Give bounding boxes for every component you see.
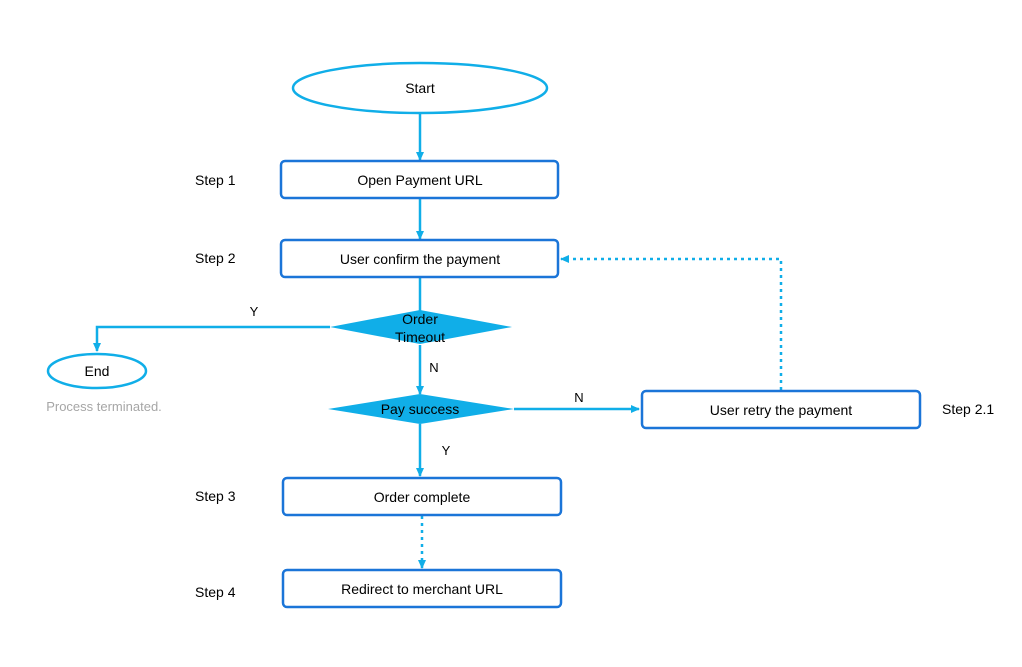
step-1-label: Step 1: [195, 172, 236, 188]
pay-success-diamond: [328, 394, 514, 424]
timeout-no-label: N: [429, 360, 438, 375]
start-node: Start: [291, 61, 549, 115]
connector-retry-back-to-confirm: [560, 255, 783, 390]
step-2-1-label: Step 2.1: [942, 401, 994, 417]
user-confirm-box: [279, 238, 560, 279]
order-timeout-label-line1: Order: [402, 311, 438, 327]
order-complete-node: Order complete: [281, 476, 563, 517]
order-complete-label: Order complete: [374, 489, 471, 505]
user-retry-box: [640, 389, 922, 430]
pay-no-label: N: [574, 390, 583, 405]
user-retry-label: User retry the payment: [710, 402, 852, 418]
end-node: End: [46, 352, 148, 390]
start-ellipse: [291, 61, 549, 115]
timeout-yes-label: Y: [250, 304, 259, 319]
step-4-label: Step 4: [195, 584, 236, 600]
redirect-box: [281, 568, 563, 609]
end-ellipse: [46, 352, 148, 390]
end-label: End: [85, 363, 110, 379]
order-timeout-decision: Order Timeout: [330, 310, 512, 345]
pay-yes-label: Y: [442, 443, 451, 458]
open-payment-url-node: Open Payment URL: [279, 159, 560, 200]
connectors: [93, 114, 783, 569]
pay-success-label: Pay success: [381, 401, 460, 417]
process-terminated-note: Process terminated.: [46, 399, 162, 414]
redirect-node: Redirect to merchant URL: [281, 568, 563, 609]
order-complete-box: [281, 476, 563, 517]
start-label: Start: [405, 80, 435, 96]
order-timeout-label-line2: Timeout: [395, 329, 445, 345]
connector-timeout-yes-to-end: [93, 325, 330, 352]
open-payment-url-box: [279, 159, 560, 200]
order-timeout-diamond: [330, 310, 512, 344]
pay-success-decision: Pay success: [328, 394, 514, 424]
step-3-label: Step 3: [195, 488, 236, 504]
user-confirm-label: User confirm the payment: [340, 251, 500, 267]
step-2-label: Step 2: [195, 250, 236, 266]
user-confirm-node: User confirm the payment: [279, 238, 560, 279]
user-retry-node: User retry the payment: [640, 389, 922, 430]
open-payment-url-label: Open Payment URL: [357, 172, 482, 188]
redirect-label: Redirect to merchant URL: [341, 581, 503, 597]
